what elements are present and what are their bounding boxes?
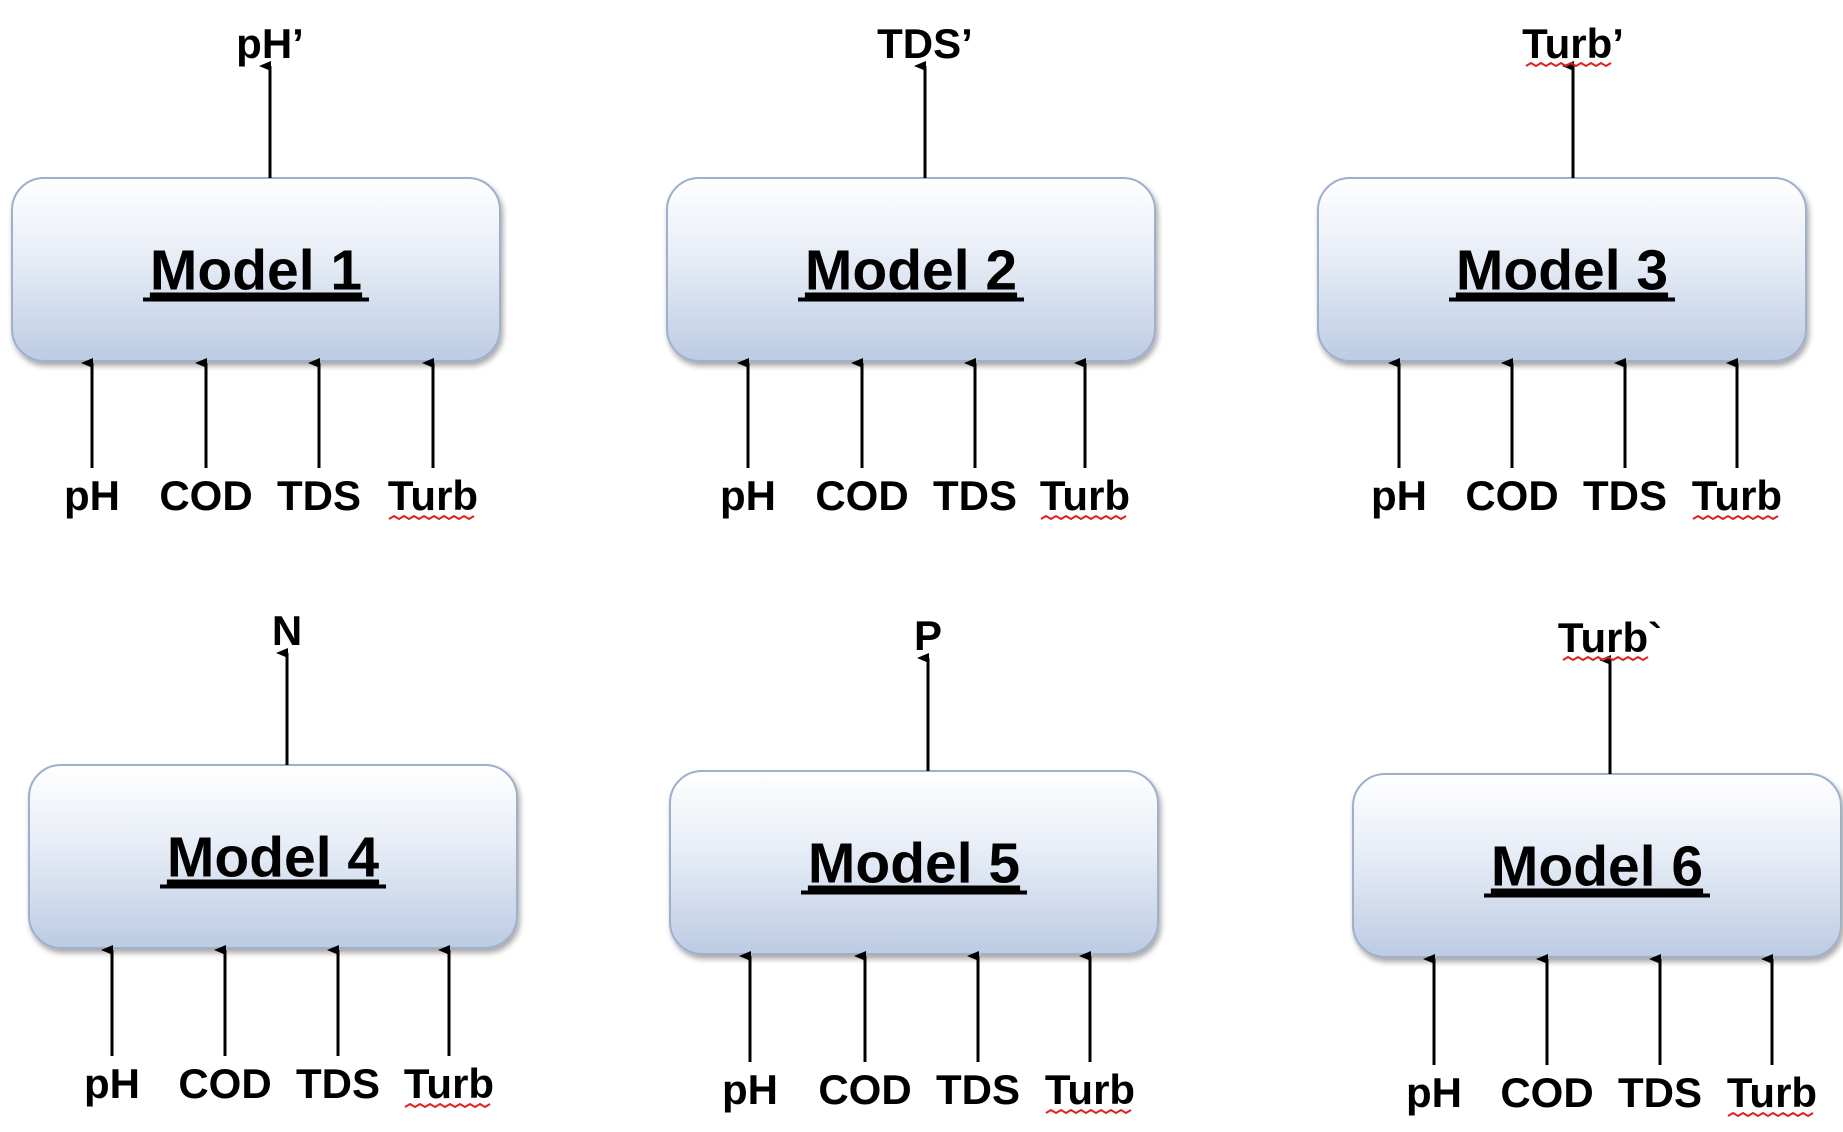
model-title: Model 5 [808,832,1020,896]
input-label-turb: Turb [1727,1069,1817,1116]
input-label-turb: Turb [1040,472,1130,519]
spellcheck-underline [1525,61,1612,68]
input-label-ph: pH [720,472,776,519]
title-underline [1449,297,1675,302]
model-block-4: Model 4 NpH COD TDS Turb [28,607,518,1109]
model-block-3: Model 3 Turb’ pH COD TDS Turb [1317,20,1807,521]
spellcheck-underline [1692,514,1779,521]
input-label-tds: TDS [933,472,1017,519]
spellcheck-underline [1040,514,1127,521]
output-label: TDS’ [877,20,973,67]
spellcheck-underline [1727,1111,1814,1118]
input-label-tds: TDS [296,1060,380,1107]
output-label: P [914,612,942,659]
input-label-ph: pH [722,1066,778,1113]
title-underline [160,884,386,889]
spellcheck-underline [1562,655,1649,662]
title-underline [143,297,369,302]
output-label: pH’ [236,20,304,67]
model-title: Model 1 [150,239,362,303]
title-underline [1484,893,1710,898]
input-label-cod: COD [159,472,252,519]
input-label-cod: COD [818,1066,911,1113]
spellcheck-underline [1045,1108,1132,1115]
input-label-ph: pH [1406,1069,1462,1116]
input-label-tds: TDS [1583,472,1667,519]
input-label-ph: pH [1371,472,1427,519]
output-label: Turb` [1558,614,1662,661]
model-block-5: Model 5 PpH COD TDS Turb [669,612,1159,1115]
model-box [666,177,1156,362]
input-label-cod: COD [1500,1069,1593,1116]
input-label-cod: COD [1465,472,1558,519]
model-title: Model 6 [1491,835,1703,899]
input-label-tds: TDS [1618,1069,1702,1116]
input-label-turb: Turb [1692,472,1782,519]
model-block-6: Model 6 Turb` pH COD TDS Turb [1352,614,1842,1118]
model-title: Model 2 [805,239,1017,303]
input-label-cod: COD [815,472,908,519]
model-box [28,764,518,949]
input-label-turb: Turb [1045,1066,1135,1113]
input-label-ph: pH [84,1060,140,1107]
spellcheck-underline [404,1102,491,1109]
title-underline [798,297,1024,302]
model-box [1317,177,1807,362]
model-box [1352,773,1842,958]
spellcheck-underline [388,514,475,521]
input-label-turb: Turb [404,1060,494,1107]
input-label-turb: Turb [388,472,478,519]
model-box [669,770,1159,955]
input-label-ph: pH [64,472,120,519]
models-layer: Model 1 pH’ pH COD TDS Turb Model 2 TDS’ pH COD TD… [11,20,1842,1118]
model-title: Model 3 [1456,239,1668,303]
model-block-2: Model 2 TDS’ pH COD TDS Turb [666,20,1156,521]
output-label: Turb’ [1522,20,1624,67]
model-box [11,177,501,362]
input-label-tds: TDS [936,1066,1020,1113]
input-label-cod: COD [178,1060,271,1107]
model-block-1: Model 1 pH’ pH COD TDS Turb [11,20,501,521]
model-title: Model 4 [167,826,379,890]
output-label: N [272,607,302,654]
title-underline [801,890,1027,895]
input-label-tds: TDS [277,472,361,519]
